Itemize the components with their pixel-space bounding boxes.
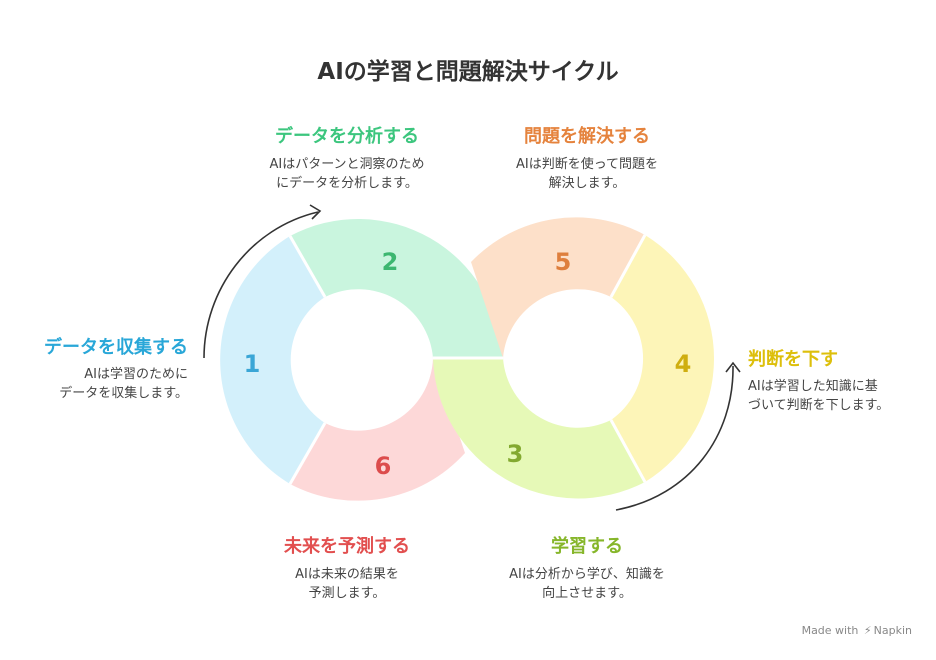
arrow-left-curve: [203, 211, 319, 359]
segment-2: [290, 219, 503, 358]
step-number-1: 1: [244, 350, 261, 378]
arrow-left-head: [309, 204, 322, 220]
step-title-5: 問題を解決する: [524, 126, 650, 147]
segment-4: [611, 235, 715, 482]
step-number-5: 5: [555, 248, 572, 276]
segment-3: [433, 358, 645, 499]
step-desc-2: AIはパターンと洞察のため にデータを分析します。: [269, 157, 425, 191]
step-number-6: 6: [375, 452, 392, 480]
step-title-6: 未来を予測する: [284, 536, 410, 557]
step-title-4: 判断を下す: [748, 349, 838, 370]
arrow-right-curve: [615, 365, 734, 511]
step-desc-1: AIは学習のために データを収集します。: [59, 367, 188, 401]
watermark-prefix: Made with: [801, 624, 859, 637]
watermark[interactable]: Made with ⚡Napkin: [802, 624, 912, 637]
segment-1: [220, 236, 325, 484]
step-desc-4: AIは学習した知識に基 づいて判断を下します。: [748, 379, 890, 413]
step-desc-6: AIは未来の結果を 予測します。: [295, 567, 399, 601]
step-desc-3: AIは分析から学び、知識を 向上させます。: [509, 567, 665, 601]
step-title-1: データを収集する: [44, 337, 188, 358]
page-title: AIの学習と問題解決サイクル: [317, 59, 619, 85]
step-number-3: 3: [507, 440, 524, 468]
step-title-3: 学習する: [551, 536, 623, 557]
segment-5: [471, 217, 645, 358]
step-number-2: 2: [382, 248, 399, 276]
arrow-right-head: [725, 361, 741, 373]
step-title-2: データを分析する: [275, 126, 419, 147]
segment-6: [290, 358, 465, 501]
segment-dividers: [288, 234, 647, 485]
step-number-4: 4: [675, 350, 692, 378]
step-desc-5: AIは判断を使って問題を 解決します。: [515, 157, 659, 191]
napkin-logo-icon: ⚡: [863, 624, 872, 637]
watermark-brand: Napkin: [873, 624, 912, 637]
